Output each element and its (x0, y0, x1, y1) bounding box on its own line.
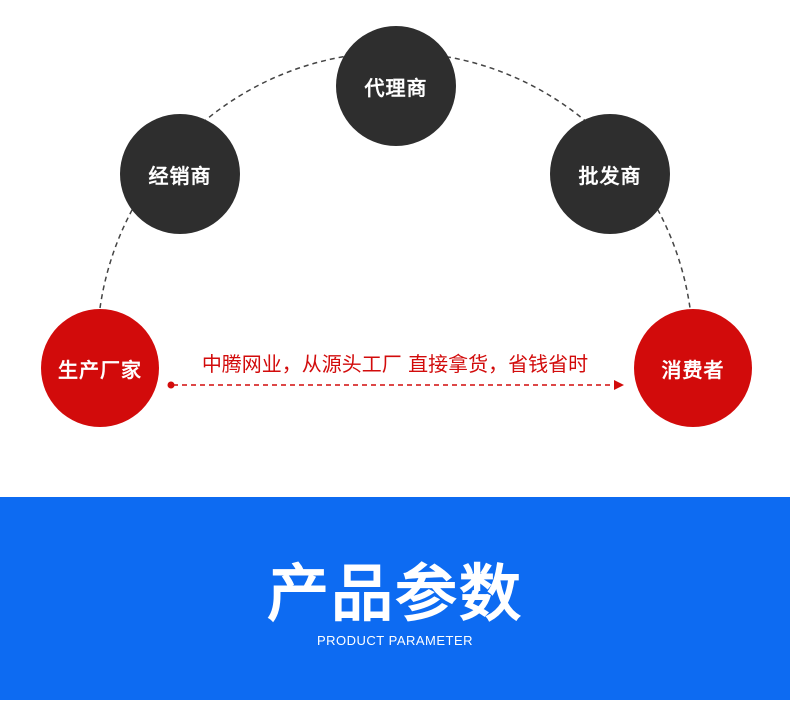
node-wholesaler: 批发商 (550, 114, 670, 234)
direct-arrow-start-dot (167, 381, 175, 389)
node-wholesaler-label: 批发商 (578, 163, 642, 188)
node-agent: 代理商 (336, 26, 456, 146)
node-distributor-label: 经销商 (148, 163, 212, 188)
node-consumer: 消费者 (634, 309, 752, 427)
node-distributor: 经销商 (120, 114, 240, 234)
supply-chain-diagram: 生产厂家 经销商 代理商 批发商 消费者 中腾网业，从源头工厂 直接拿货，省钱省… (41, 26, 752, 427)
node-consumer-label: 消费者 (661, 357, 725, 382)
node-manufacturer-label: 生产厂家 (58, 357, 142, 382)
node-manufacturer: 生产厂家 (41, 309, 159, 427)
section-banner: 产品参数 PRODUCT PARAMETER (0, 497, 790, 700)
direct-sourcing-label: 中腾网业，从源头工厂 直接拿货，省钱省时 (201, 352, 589, 376)
banner-subtitle: PRODUCT PARAMETER (316, 633, 474, 648)
node-agent-label: 代理商 (364, 75, 428, 100)
banner-title: 产品参数 (266, 557, 523, 630)
